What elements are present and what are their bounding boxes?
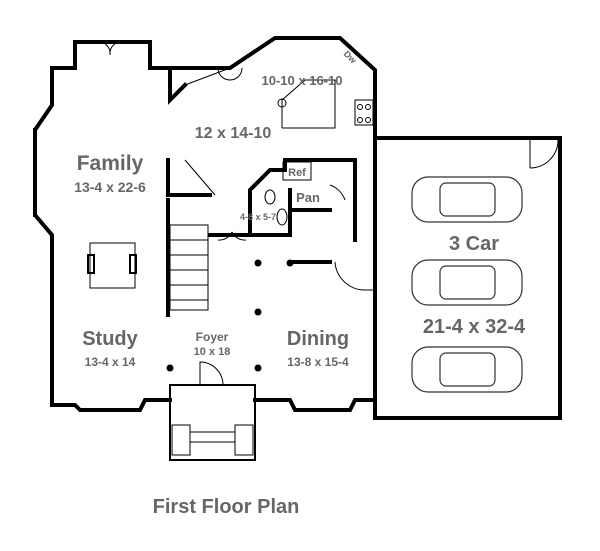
breakfast-size: 12 x 14-10 — [195, 125, 272, 142]
study-size: 13-4 x 14 — [85, 355, 136, 369]
study-label: Study — [82, 328, 138, 350]
car-icon — [411, 176, 523, 223]
plan-title: First Floor Plan — [153, 496, 300, 518]
family-label: Family — [77, 152, 144, 175]
columns — [166, 259, 294, 372]
foyer-label: Foyer — [196, 330, 229, 344]
interior-walls — [87, 41, 375, 317]
porch — [169, 361, 256, 461]
car-icon — [411, 346, 523, 393]
foyer-size: 10 x 18 — [194, 346, 231, 358]
kitchen-size: 10-10 x 16-10 — [262, 73, 343, 88]
car-icon — [411, 259, 523, 306]
cars — [411, 176, 523, 393]
garage-label: 3 Car — [449, 233, 499, 255]
dining-label: Dining — [287, 328, 349, 350]
family-size: 13-4 x 22-6 — [74, 179, 146, 195]
garage-size: 21-4 x 32-4 — [423, 316, 526, 338]
room-labels: Family 13-4 x 22-6 10-10 x 16-10 12 x 14… — [74, 49, 526, 369]
garage-walls — [373, 136, 562, 420]
exterior-walls — [33, 36, 377, 412]
dining-size: 13-8 x 15-4 — [287, 355, 349, 369]
pantry-label: Pan — [296, 190, 320, 205]
bath-size: 4-8 x 5-7 — [240, 212, 276, 222]
ref-label: Ref — [288, 167, 306, 179]
